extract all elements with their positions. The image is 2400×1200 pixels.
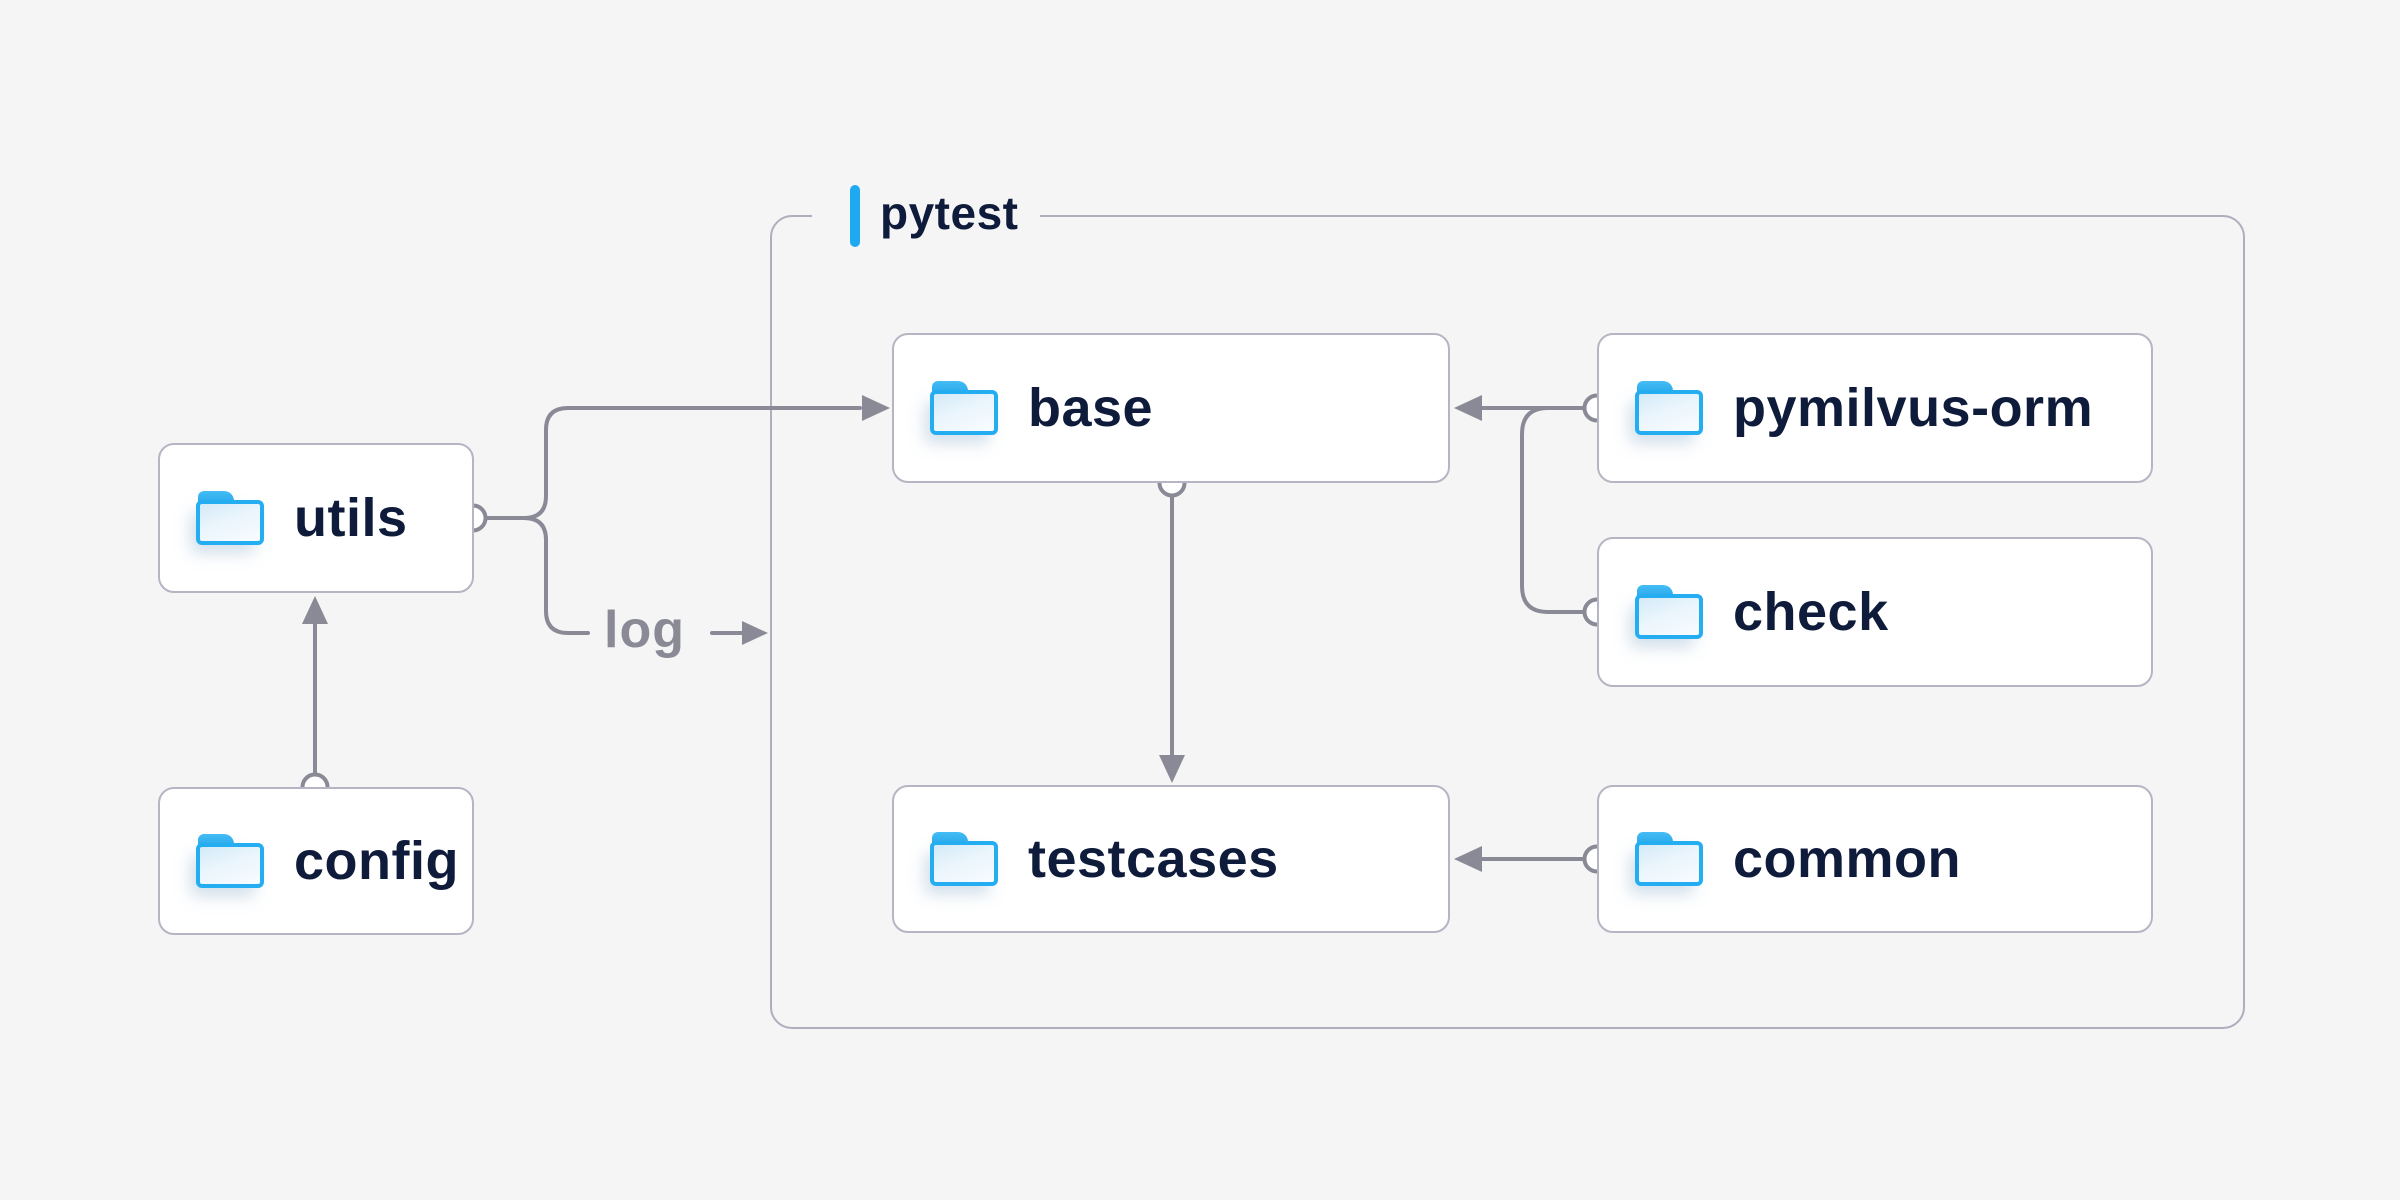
arrowhead-config-utils [302,596,328,624]
node-utils: utils [158,443,474,593]
arrowhead-log-pytest [742,621,768,645]
folder-icon [930,832,998,886]
node-pymilvus-orm: pymilvus-orm [1597,333,2153,483]
node-config-label: config [294,831,459,891]
folder-icon [1635,585,1703,639]
node-utils-label: utils [294,488,408,548]
folder-icon [196,834,264,888]
edge-utils-log [485,516,590,635]
accent-bar-icon [850,185,860,247]
node-common: common [1597,785,2153,933]
folder-icon [1635,381,1703,435]
node-testcases-label: testcases [1028,829,1279,889]
pytest-container-title: pytest [880,187,1019,239]
folder-icon [930,381,998,435]
folder-icon [1635,832,1703,886]
node-check: check [1597,537,2153,687]
node-base: base [892,333,1450,483]
node-config: config [158,787,474,935]
node-testcases: testcases [892,785,1450,933]
pytest-container-label: pytest [812,184,1041,248]
node-pymilvus-orm-label: pymilvus-orm [1733,378,2094,438]
edge-label-log: log [604,601,685,659]
pytest-container: pytest [770,184,2245,1029]
node-check-label: check [1733,582,1889,642]
folder-icon [196,491,264,545]
node-common-label: common [1733,829,1962,889]
node-base-label: base [1028,378,1154,438]
